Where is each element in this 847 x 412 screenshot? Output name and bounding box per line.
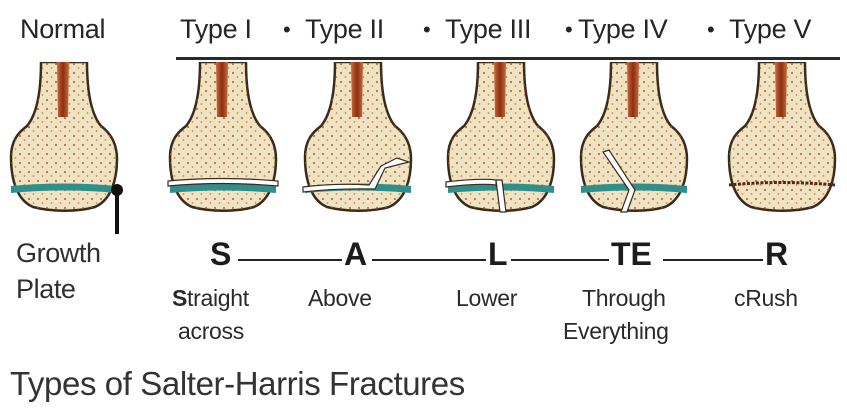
separator-4: • <box>707 17 715 43</box>
type-4-label: Type IV <box>578 14 667 45</box>
mnemonic-dash-3 <box>511 259 609 261</box>
description-straight: Straight <box>172 285 249 312</box>
mnemonic-letter-s: S <box>210 236 231 273</box>
separator-2: • <box>423 17 431 43</box>
bone-type-1 <box>168 62 278 211</box>
mnemonic-letter-te: TE <box>611 236 652 273</box>
mnemonic-dash-1 <box>238 259 342 261</box>
header-underline <box>176 57 840 60</box>
mnemonic-letter-l: L <box>488 236 508 273</box>
description-straight-key: S <box>172 285 187 311</box>
type-1-label: Type I <box>180 14 252 45</box>
bone-type-3 <box>446 62 554 212</box>
separator-1: • <box>283 17 291 43</box>
bone-type-4 <box>581 62 687 212</box>
type-2-label: Type II <box>305 14 384 45</box>
description-lower: Lower <box>456 285 517 312</box>
bone-type-5 <box>729 62 835 211</box>
growth-plate-label-line2: Plate <box>16 274 76 305</box>
diagram-title: Types of Salter-Harris Fractures <box>10 365 465 403</box>
mnemonic-dash-4 <box>663 259 763 261</box>
description-everything: Everything <box>563 318 669 345</box>
bone-type-2 <box>303 62 411 211</box>
description-across: across <box>178 318 244 345</box>
mnemonic-letter-a: A <box>344 236 367 273</box>
bone-normal <box>11 62 117 211</box>
normal-label: Normal <box>20 14 105 45</box>
type-3-label: Type III <box>445 14 531 45</box>
description-straight-rest: traight <box>187 285 249 311</box>
type-5-label: Type V <box>729 14 811 45</box>
description-above: Above <box>308 285 372 312</box>
growth-plate-label-line1: Growth <box>16 238 101 269</box>
description-crush: cRush <box>734 285 798 312</box>
mnemonic-letter-r: R <box>765 236 788 273</box>
separator-3: • <box>565 17 573 43</box>
mnemonic-dash-2 <box>372 259 486 261</box>
description-through: Through <box>582 285 666 312</box>
bone-diagrams <box>0 62 847 237</box>
